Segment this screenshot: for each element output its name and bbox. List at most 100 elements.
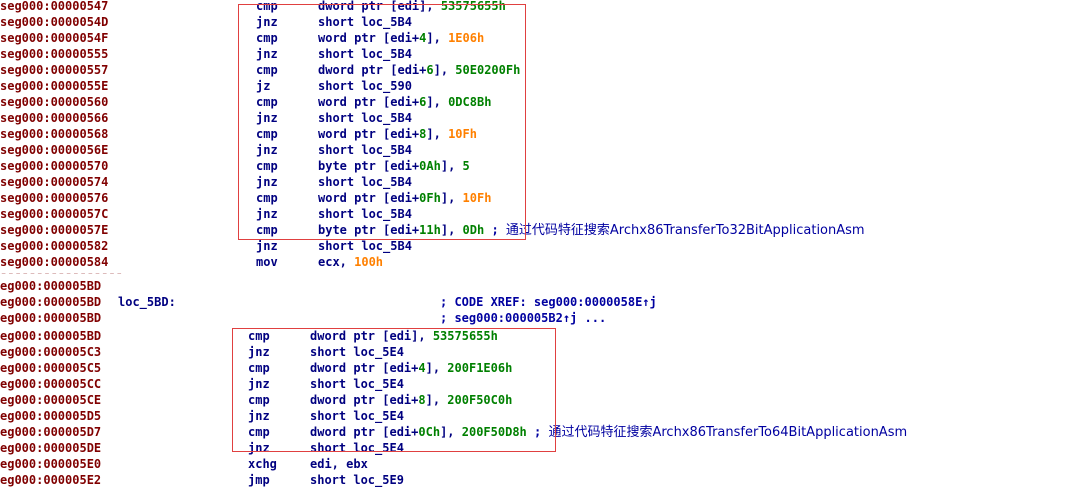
mnemonic: jnz <box>256 207 278 221</box>
address: seg000:0000057C <box>0 207 109 221</box>
mnemonic: jnz <box>256 239 278 253</box>
mnemonic: jnz <box>256 15 278 29</box>
code-line: eg000:000005DE jnz short loc_5E4 <box>0 440 1082 456</box>
operand-part: ], <box>433 63 456 77</box>
operand-part: short loc_5B4 <box>318 47 412 61</box>
address: seg000:00000576 <box>0 191 109 205</box>
operand-part: dword ptr [edi], <box>318 0 441 13</box>
operand-part: 10Fh <box>462 191 492 205</box>
operand-part: 5 <box>462 159 470 173</box>
address: seg000:00000547 <box>0 0 109 13</box>
operand-part: short loc_5E4 <box>310 441 404 455</box>
operand-part: ], <box>425 393 448 407</box>
address: seg000:00000566 <box>0 111 109 125</box>
operand-part: 0DC8Bh <box>448 95 492 109</box>
address: eg000:000005D7 <box>0 425 102 439</box>
operands: short loc_5E4 <box>310 344 404 360</box>
operands: short loc_5E4 <box>310 376 404 392</box>
mnemonic: cmp <box>256 159 278 173</box>
operand-part: short loc_5E4 <box>310 345 404 359</box>
operand-part: short loc_5B4 <box>318 111 412 125</box>
address: seg000:00000574 <box>0 175 109 189</box>
address: eg000:000005BD <box>0 311 102 325</box>
mnemonic: mov <box>256 255 278 269</box>
operand-part: dword ptr [edi], <box>310 329 433 343</box>
operand-part: word ptr [edi+ <box>318 31 420 45</box>
operand-part: 6 <box>426 63 434 77</box>
mnemonic: jz <box>256 79 271 93</box>
operand-part: short loc_5B4 <box>318 15 412 29</box>
address: eg000:000005E0 <box>0 457 102 471</box>
operand-part: 0Fh <box>419 191 441 205</box>
operand-part: ; <box>526 425 549 439</box>
operands: dword ptr [edi+0Ch], 200F50D8h ; 通过代码特征搜… <box>310 424 907 441</box>
operand-part: 200F50D8h <box>461 425 527 439</box>
operand-part: 50E0200Fh <box>455 63 521 77</box>
address: eg000:000005BD <box>0 295 102 309</box>
operand-part: dword ptr [edi+ <box>318 63 427 77</box>
operand-part: short loc_5B4 <box>318 143 412 157</box>
mnemonic: jnz <box>256 47 278 61</box>
operand-part: dword ptr [edi+ <box>310 425 419 439</box>
operand-part: 4 <box>419 31 427 45</box>
operands: edi, ebx <box>310 456 368 472</box>
address: seg000:00000584 <box>0 255 109 269</box>
operand-part: short loc_5E4 <box>310 409 404 423</box>
operand-part: 0Ch <box>418 425 441 439</box>
operand-part: 11h <box>419 223 441 237</box>
address: eg000:000005D5 <box>0 409 102 423</box>
operand-part: word ptr [edi+ <box>318 191 420 205</box>
operands: short loc_5B4 <box>318 46 412 62</box>
operand-part: short loc_5E9 <box>310 473 404 487</box>
operands: short loc_5E9 <box>310 472 404 488</box>
operands: short loc_5B4 <box>318 142 412 158</box>
mnemonic: cmp <box>248 329 270 343</box>
mnemonic: cmp <box>256 223 278 237</box>
address: eg000:000005C3 <box>0 345 102 359</box>
mnemonic: cmp <box>256 31 278 45</box>
mnemonic: cmp <box>248 425 270 439</box>
mnemonic: jnz <box>248 441 270 455</box>
operands: dword ptr [edi], 53575655h <box>318 0 506 14</box>
operands: short loc_5B4 <box>318 174 412 190</box>
operand-part: byte ptr [edi+ <box>318 223 420 237</box>
operand-part: 0Ah <box>419 159 441 173</box>
address: eg000:000005DE <box>0 441 102 455</box>
operand-part: byte ptr [edi+ <box>318 159 420 173</box>
address: seg000:0000054F <box>0 31 109 45</box>
label-line: eg000:000005BD; seg000:000005B2↑j ... <box>0 310 1082 326</box>
operand-part: 200F1E06h <box>447 361 513 375</box>
operands: dword ptr [edi], 53575655h <box>310 328 498 344</box>
operands: short loc_5B4 <box>318 110 412 126</box>
operands: word ptr [edi+6], 0DC8Bh <box>318 94 491 110</box>
operand-part: ecx, <box>318 255 355 269</box>
operand-part: 6 <box>419 95 427 109</box>
operand-part: 53575655h <box>432 329 498 343</box>
mnemonic: xchg <box>248 457 277 471</box>
operand-part: 8 <box>418 393 426 407</box>
address: seg000:00000560 <box>0 95 109 109</box>
operands: short loc_5B4 <box>318 14 412 30</box>
operand-part: short loc_5B4 <box>318 239 412 253</box>
operand-part: ], <box>440 191 463 205</box>
comment: 通过代码特征搜索Archx86TransferTo32BitApplicatio… <box>505 223 865 238</box>
operand-part: 8 <box>419 127 427 141</box>
address: eg000:000005CC <box>0 377 102 391</box>
operand-part: 10Fh <box>448 127 477 141</box>
